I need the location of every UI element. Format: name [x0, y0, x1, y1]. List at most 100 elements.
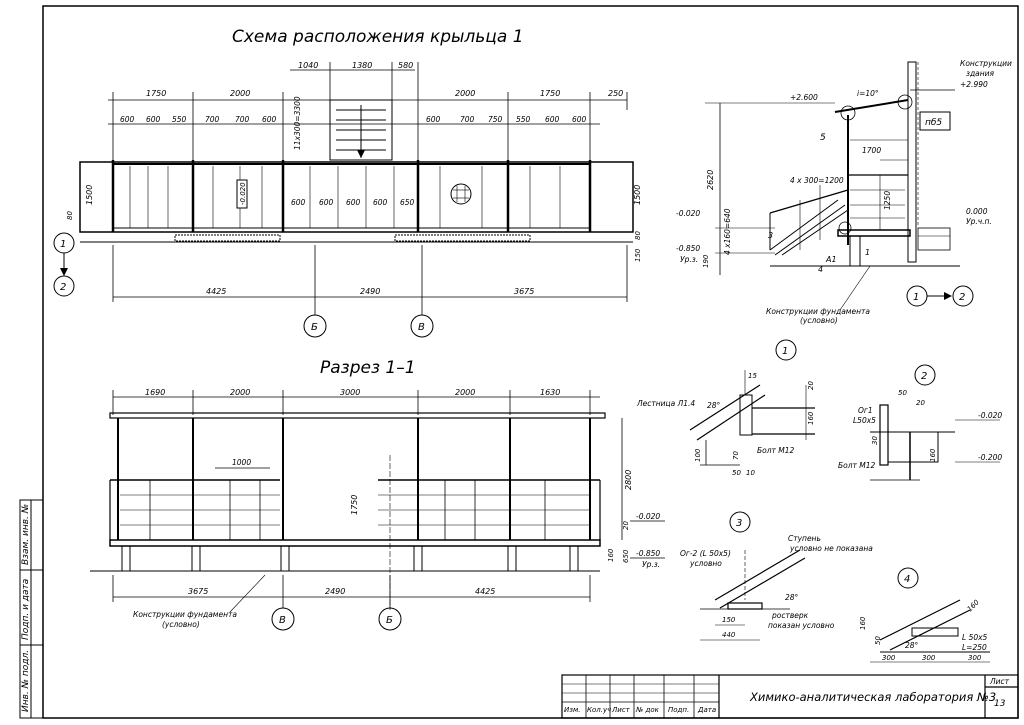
plan-section-mark-2-text: 2 — [60, 282, 66, 293]
plan-hatch-right — [394, 234, 531, 242]
node4-d160: 160 — [859, 616, 867, 630]
section-axis-v-text: В — [279, 615, 286, 626]
section-foundation-note: Конструкции фундамента — [133, 610, 237, 619]
plan-sub-l4: 700 — [205, 115, 220, 124]
plan-inner-4: 600 — [373, 198, 388, 207]
side-h-1250: 1250 — [883, 191, 892, 210]
section-h-1750: 1750 — [350, 495, 359, 515]
node1-d70: 70 — [732, 451, 740, 460]
stamp-col-1: Изм. — [564, 706, 580, 714]
node1-bolt: Болт М12 — [757, 446, 795, 455]
section-axis-b — [378, 607, 402, 631]
plan-inner-2: 600 — [319, 198, 334, 207]
plan-dim-5: 580 — [398, 61, 413, 70]
plan-side-80: 80 — [66, 211, 74, 220]
side-ref-to-text: 2 — [959, 292, 965, 303]
title-block — [561, 674, 1019, 719]
side-lvl-0000: 0.000 — [966, 207, 988, 216]
section-dim-2: 2000 — [230, 388, 250, 397]
node1-d10: 10 — [746, 469, 755, 477]
plan-sub-r6: 600 — [572, 115, 587, 124]
plan-dim-7: 1750 — [540, 89, 560, 98]
plan-side-right: 1500 — [633, 185, 642, 205]
plan-dim-3: 1040 — [298, 61, 318, 70]
section-axis-b-text: Б — [386, 615, 393, 626]
section-dim-4: 2000 — [455, 388, 475, 397]
side-lvl-0020: -0.020 — [676, 209, 700, 218]
node1-d20: 20 — [807, 381, 815, 390]
node4-drawing — [870, 599, 990, 663]
section-axis-v — [271, 607, 295, 631]
section-body — [90, 412, 606, 610]
plan-axis-v-text: В — [418, 322, 425, 333]
node2-bolt: Болт М12 — [838, 461, 876, 470]
side-slope: i=10° — [857, 89, 879, 98]
side-h-190: 190 — [702, 254, 710, 268]
node3-step2: условно не показана — [789, 544, 873, 553]
plan-sub-l1: 600 — [120, 115, 135, 124]
node4-d300b: 300 — [922, 654, 936, 662]
side-view — [705, 61, 960, 275]
plan-level-text: -0.020 — [239, 182, 247, 205]
plan-sub-l5: 700 — [235, 115, 250, 124]
plan-axis-b-text: Б — [311, 322, 318, 333]
plan-bottom-dims — [112, 245, 628, 315]
plan-side-80b: 80 — [634, 231, 642, 240]
node4-d160b: 160 — [966, 598, 981, 613]
stamp-sheet-num: 13 — [994, 699, 1006, 709]
node2-d160: 160 — [929, 448, 937, 462]
side-stairs: 4 х 300=1200 — [790, 176, 844, 185]
plan-inner-1: 600 — [291, 198, 306, 207]
plan-dim-6: 2000 — [455, 89, 475, 98]
section-small-160: 160 — [607, 548, 615, 562]
node4-len: L=250 — [962, 643, 987, 652]
node4-prof: L 50х5 — [962, 633, 988, 642]
section-bottom-dims — [112, 575, 591, 608]
node1-mark — [775, 339, 797, 361]
node3-d150: 150 — [722, 616, 736, 624]
section-rail-dim: 1000 — [232, 458, 251, 467]
node3-og2: условно — [689, 559, 722, 568]
node3-rost2: показан условно — [768, 621, 835, 630]
section-lvl-1: -0.020 — [636, 512, 660, 521]
plan-side-left: 1500 — [85, 185, 94, 205]
node2-og: Ог1 — [858, 406, 873, 415]
plan-stair — [329, 99, 393, 161]
node1-drawing — [689, 370, 815, 466]
node3-mark — [729, 511, 751, 533]
plan-bottom-2: 2490 — [360, 287, 380, 296]
side-n5: 5 — [820, 133, 826, 143]
stamp-col-6: Дата — [697, 706, 716, 714]
node1-d15: 15 — [748, 372, 757, 380]
section-h-2800: 2800 — [624, 470, 633, 490]
node4-d300a: 300 — [882, 654, 896, 662]
node2-mark — [914, 364, 936, 386]
node2-prof: L50x5 — [853, 416, 876, 425]
section-lvl-2: -0.850 — [636, 549, 660, 558]
plan-sub-r5: 600 — [545, 115, 560, 124]
stamp-col-5: Подп. — [668, 706, 689, 714]
plan-bottom-3: 3675 — [514, 287, 534, 296]
section-dim-lines — [112, 390, 600, 415]
node2-d20: 20 — [916, 399, 925, 407]
section-small-20: 20 — [622, 521, 630, 530]
side-n4: 4 — [818, 265, 823, 274]
node3-d440: 440 — [722, 631, 736, 639]
node2-lvl1: -0.020 — [978, 411, 1002, 420]
plan-sub-l3: 550 — [172, 115, 187, 124]
node3-rost: ростверк — [771, 611, 809, 620]
section-lvl-3: Ур.з. — [642, 560, 660, 569]
side-steps: 4 х160=640 — [723, 208, 732, 255]
node2-lvl2: -0.200 — [978, 453, 1002, 462]
node4-num: 4 — [904, 574, 910, 585]
node4-angle: 28° — [905, 641, 919, 650]
plan-sub-r3: 750 — [488, 115, 503, 124]
section-dim-1: 1690 — [145, 388, 165, 397]
plan-sub-r1: 600 — [426, 115, 441, 124]
section-dim-5: 1630 — [540, 388, 560, 397]
node3-drawing — [700, 549, 806, 641]
plan-dim-8: 250 — [608, 89, 623, 98]
section-title: Разрез 1–1 — [320, 358, 416, 378]
side-ref-to — [952, 285, 974, 307]
